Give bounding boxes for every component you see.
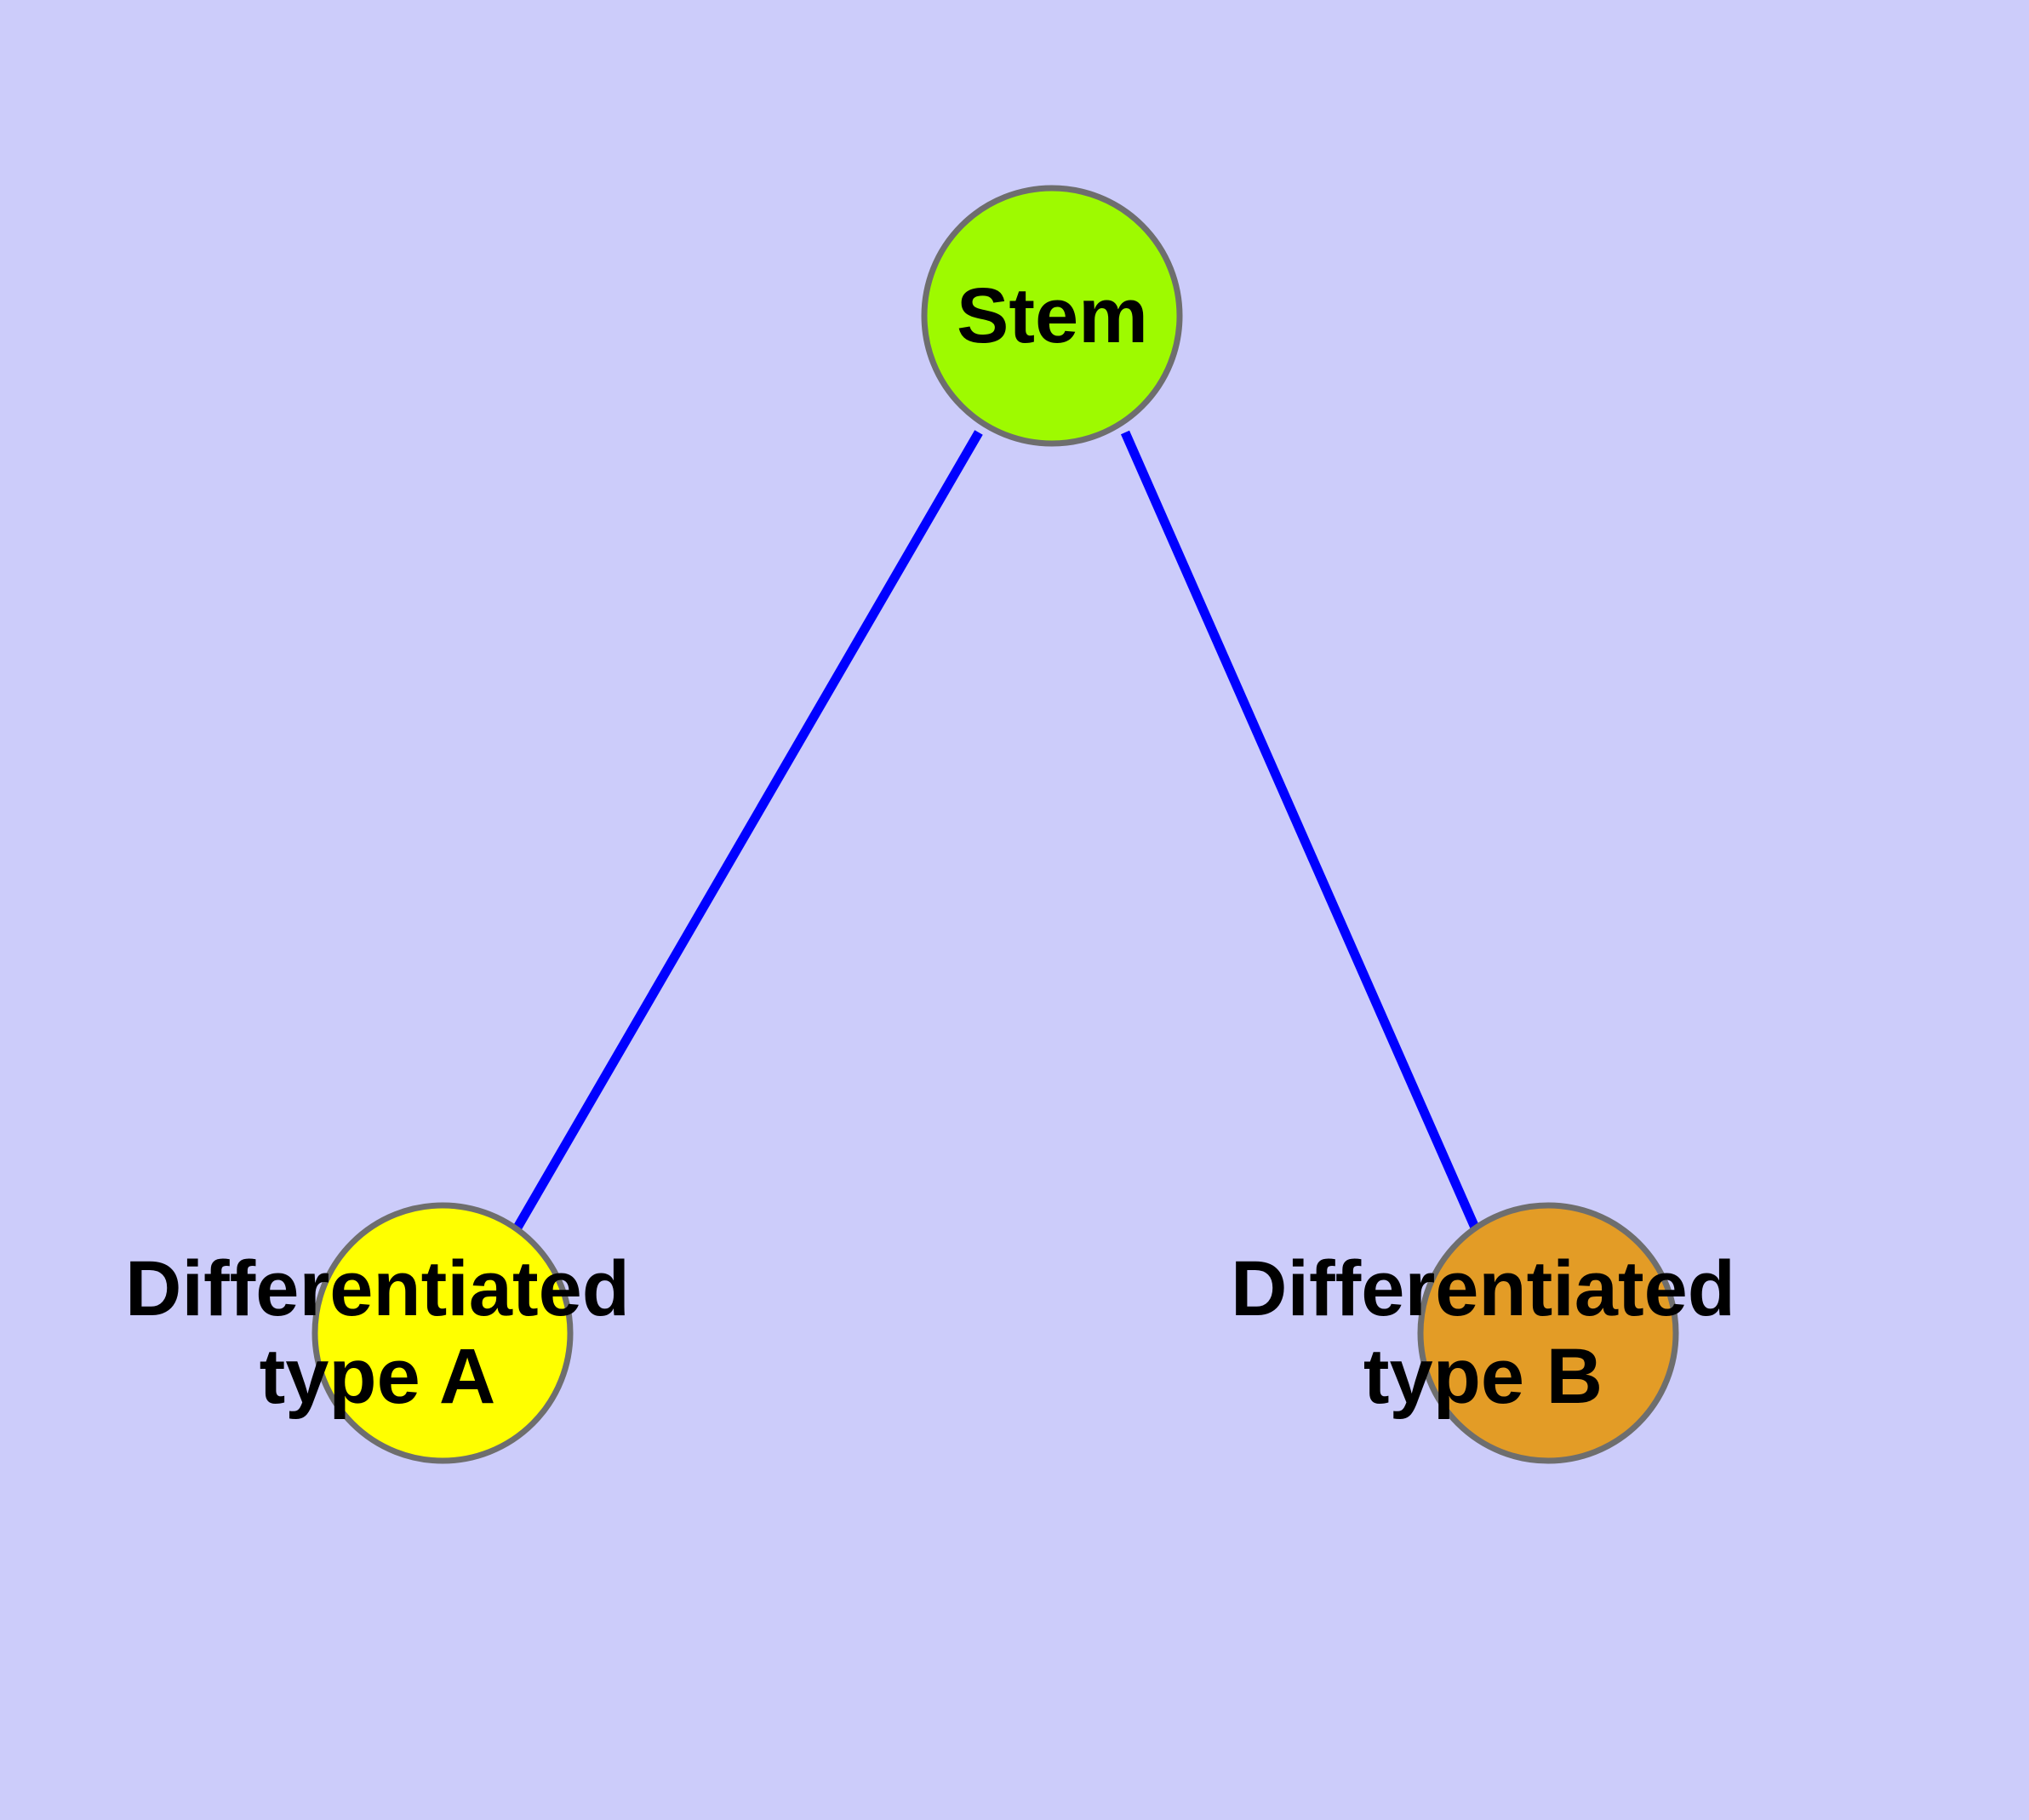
- node-diff-b[interactable]: [1417, 1202, 1679, 1464]
- edge-stem-to-a[interactable]: [513, 430, 983, 1230]
- node-diff-a[interactable]: [311, 1202, 574, 1464]
- edge-stem-to-b[interactable]: [1120, 430, 1480, 1230]
- node-stem[interactable]: [921, 185, 1183, 447]
- edges-layer: [513, 430, 1480, 1230]
- nodes-layer: [311, 185, 1679, 1464]
